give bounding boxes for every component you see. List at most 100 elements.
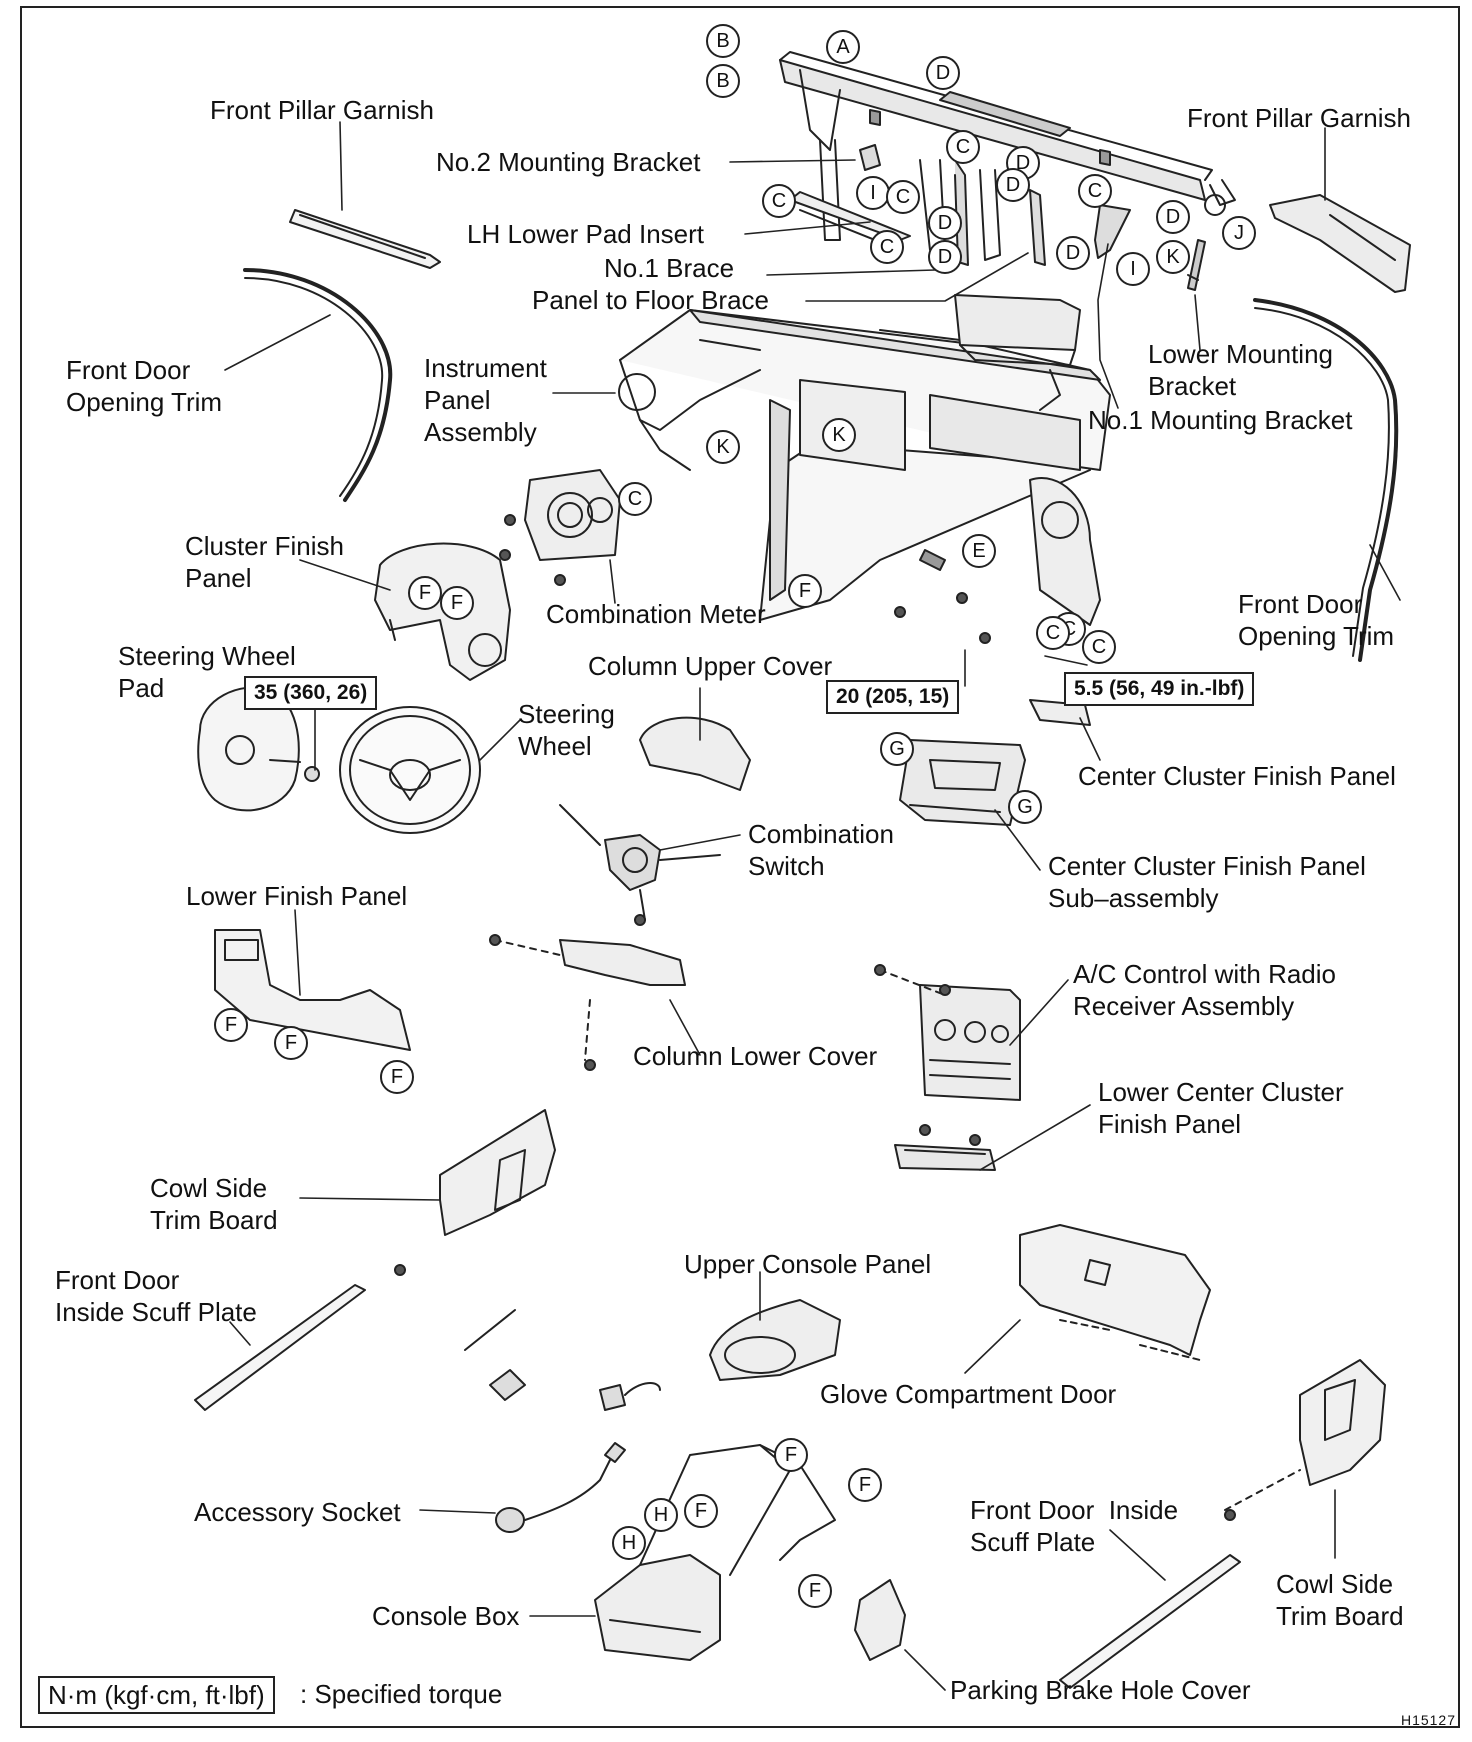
accessory-socket [495,1442,626,1533]
marker-circle: C [886,180,920,214]
marker-circle: B [706,64,740,98]
marker-circle: G [880,732,914,766]
leader-lines [224,121,1401,1691]
label-front-pillar-garnish-right: Front Pillar Garnish [1187,103,1411,133]
marker-circle: C [762,184,796,218]
glove-compartment-door [1019,1224,1211,1361]
marker-circle: C [1078,174,1112,208]
label-front-pillar-garnish-left: Front Pillar Garnish [210,95,434,125]
marker-circle: I [856,176,890,210]
label-lower-finish-panel: Lower Finish Panel [186,881,408,911]
label-parking-brake-hole-cover: Parking Brake Hole Cover [950,1675,1251,1705]
front-door-inside-scuff-plate-left [194,1284,366,1411]
marker-circle: G [1008,790,1042,824]
label-lower-center-cluster-finish-panel: Lower Center Cluster Finish Panel [1098,1077,1344,1139]
label-cowl-side-trim-board-left: Cowl Side Trim Board [150,1173,278,1235]
label-no2-mounting-bracket: No.2 Mounting Bracket [436,147,701,177]
marker-circle: A [826,30,860,64]
passenger-airbag [954,294,1081,411]
column-lower-cover [494,939,686,1061]
upper-console-panel [709,1299,841,1381]
label-column-lower-cover: Column Lower Cover [633,1041,878,1071]
marker-circle: F [380,1060,414,1094]
instrument-panel-assembly [618,309,1111,626]
panel-to-floor-brace [1029,189,1046,266]
marker-circle: D [1056,236,1090,270]
front-pillar-garnish-left [289,209,441,269]
marker-circle: C [870,230,904,264]
marker-circle: F [788,574,822,608]
lower-mounting-bracket [1187,239,1206,291]
combination-switch [559,804,721,921]
marker-circle: D [926,56,960,90]
label-ac-control: A/C Control with Radio Receiver Assembly [1073,959,1336,1021]
marker-circle: F [214,1008,248,1042]
marker-circle: F [440,586,474,620]
marker-circle: D [1156,200,1190,234]
label-front-door-opening-trim-right: Front Door Opening Trim [1238,589,1395,651]
center-cluster-finish-panel-sub-assembly [899,739,1026,826]
torque-box-5-5: 5.5 (56, 49 in.-lbf) [1064,672,1255,706]
diagram-frame [20,6,1460,1728]
lower-center-cluster-finish-panel [894,1144,996,1171]
marker-circle: F [798,1574,832,1608]
label-center-cluster-finish-panel-sub: Center Cluster Finish Panel Sub–assembly [1048,851,1366,913]
label-front-door-inside-scuff-plate-right: Front Door Inside Scuff Plate [970,1495,1179,1557]
steering-wheel-pad [197,686,301,812]
marker-circle: K [1156,240,1190,274]
label-front-door-opening-trim-left: Front Door Opening Trim [66,355,223,417]
cowl-side-trim-board-right [1224,1359,1386,1511]
no2-mounting-bracket [859,144,881,171]
marker-circle: F [274,1026,308,1060]
marker-circle: F [408,576,442,610]
label-console-box: Console Box [372,1601,520,1631]
label-upper-console-panel: Upper Console Panel [684,1249,932,1279]
marker-circle: F [684,1494,718,1528]
front-door-opening-trim-right [1253,298,1399,662]
fasteners [394,514,1236,1521]
label-cluster-finish-panel: Cluster Finish Panel [185,531,344,593]
label-combination-switch: Combination Switch [748,819,894,881]
label-no1-mounting-bracket: No.1 Mounting Bracket [1088,405,1353,435]
front-door-opening-trim-left [243,268,393,502]
combination-meter [524,469,621,561]
label-lower-mounting-bracket: Lower Mounting Bracket [1148,339,1333,401]
marker-circle: E [962,534,996,568]
steering-nut [304,766,320,782]
marker-circle: H [612,1526,646,1560]
label-lh-lower-pad-insert: LH Lower Pad Insert [467,219,705,249]
marker-circle: D [928,240,962,274]
cowl-side-trim-board-left [439,1109,556,1236]
torque-box-20: 20 (205, 15) [826,680,960,714]
marker-circle: C [1036,616,1070,650]
steering-wheel [339,706,481,834]
marker-circle: H [644,1498,678,1532]
marker-circle: D [996,168,1030,202]
label-accessory-socket: Accessory Socket [194,1497,401,1527]
torque-legend-text: : Specified torque [300,1679,503,1709]
label-cowl-side-trim-board-right: Cowl Side Trim Board [1276,1569,1404,1631]
marker-circle: F [848,1468,882,1502]
front-door-inside-scuff-plate-right [1059,1554,1241,1689]
label-panel-to-floor-brace: Panel to Floor Brace [532,285,770,315]
label-instrument-panel-assembly: Instrument Panel Assembly [424,353,547,447]
wiring-connectors [464,1309,661,1411]
label-column-upper-cover: Column Upper Cover [588,651,833,681]
torque-legend-box: N·m (kgf·cm, ft·lbf) [38,1676,275,1714]
column-upper-cover [639,716,751,791]
label-center-cluster-finish-panel: Center Cluster Finish Panel [1078,761,1396,791]
no1-mounting-bracket [1094,204,1131,259]
label-steering-wheel: Steering Wheel [518,699,615,761]
marker-circle: F [774,1438,808,1472]
label-front-door-inside-scuff-plate-left: Front Door Inside Scuff Plate [55,1265,257,1327]
marker-circle: C [946,130,980,164]
marker-circle: I [1116,252,1150,286]
marker-circle: C [1082,630,1116,664]
front-pillar-garnish-right [1269,194,1411,293]
label-steering-wheel-pad: Steering Wheel Pad [118,641,296,703]
label-combination-meter: Combination Meter [546,599,766,629]
marker-circle: K [706,430,740,464]
ac-control-radio-receiver [879,969,1021,1101]
